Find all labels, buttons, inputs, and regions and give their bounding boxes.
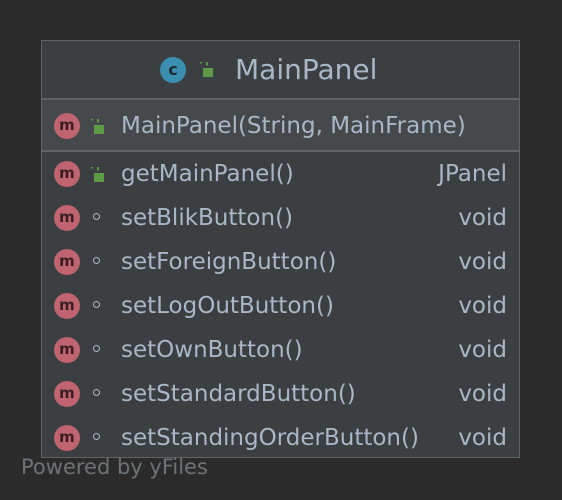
return-type: void [458,205,507,231]
package-visibility-icon [93,301,100,308]
method-icon: m [54,425,80,451]
class-header: c MainPanel [42,41,519,100]
method-icon: m [54,161,80,187]
method-icon: m [54,249,80,275]
method-name: setForeignButton() [121,249,337,275]
method-row-setownbutton[interactable]: m setOwnButton() void [42,328,519,372]
package-visibility-icon [93,213,100,220]
method-row-setblikbutton[interactable]: m setBlikButton() void [42,196,519,240]
package-visibility-icon [93,389,100,396]
class-node-mainpanel[interactable]: c MainPanel m MainPanel(String, MainFram… [41,40,520,458]
method-row-setforeignbutton[interactable]: m setForeignButton() void [42,240,519,284]
yfiles-watermark: Powered by yFiles [21,455,208,479]
constructor-section: m MainPanel(String, MainFrame) [42,100,519,152]
return-type: void [458,337,507,363]
return-type: JPanel [438,161,507,187]
method-name: setStandardButton() [121,381,356,407]
method-icon: m [54,337,80,363]
method-icon: m [54,205,80,231]
class-name: MainPanel [235,53,378,86]
method-row-getmainpanel[interactable]: m getMainPanel() JPanel [42,152,519,196]
constructor-signature: MainPanel(String, MainFrame) [121,113,466,139]
package-visibility-icon [93,345,100,352]
method-name: getMainPanel() [121,161,294,187]
unlocked-padlock-icon [200,62,213,77]
method-icon: m [54,381,80,407]
unlocked-padlock-icon [91,167,104,182]
return-type: void [458,381,507,407]
method-name: setBlikButton() [121,205,294,231]
return-type: void [458,425,507,451]
class-icon: c [160,57,186,83]
method-icon: m [54,293,80,319]
method-name: setLogOutButton() [121,293,334,319]
method-row-setstandingorderbutton[interactable]: m setStandingOrderButton() void [42,416,519,460]
constructor-row[interactable]: m MainPanel(String, MainFrame) [42,104,519,148]
method-name: setOwnButton() [121,337,303,363]
unlocked-padlock-icon [91,119,104,134]
method-row-setlogoutbutton[interactable]: m setLogOutButton() void [42,284,519,328]
method-row-setstandardbutton[interactable]: m setStandardButton() void [42,372,519,416]
package-visibility-icon [93,257,100,264]
method-icon: m [54,113,80,139]
package-visibility-icon [93,433,100,440]
method-name: setStandingOrderButton() [121,425,419,451]
return-type: void [458,249,507,275]
return-type: void [458,293,507,319]
